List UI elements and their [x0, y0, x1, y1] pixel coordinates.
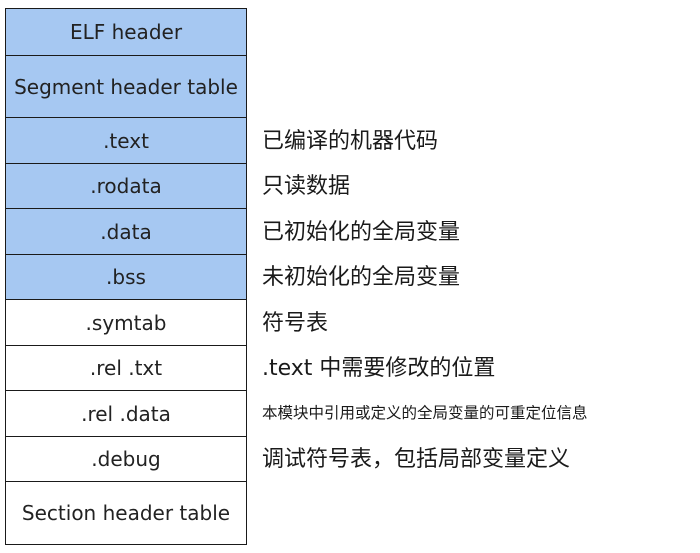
section-debug: .debug	[5, 435, 247, 483]
section-symtab: .symtab	[5, 299, 247, 346]
section-bss: .bss	[5, 253, 247, 301]
description-bss: 未初始化的全局变量	[262, 265, 461, 290]
description-text: 已编译的机器代码	[262, 129, 439, 154]
section-label: .data	[100, 219, 152, 244]
section-data: .data	[5, 208, 247, 255]
section-elf-header: ELF header	[5, 8, 247, 57]
section-rel-data: .rel .data	[5, 390, 247, 437]
description-debug: 调试符号表，包括局部变量定义	[262, 447, 571, 472]
section-label: .rel .data	[81, 401, 171, 426]
section-label: Section header table	[21, 500, 231, 525]
section-label: .debug	[91, 447, 161, 471]
description-data: 已初始化的全局变量	[262, 220, 461, 245]
section-label: .text	[103, 128, 149, 153]
section-label: ELF header	[69, 20, 183, 45]
section-section-header-table: Section header table	[5, 481, 247, 545]
elf-sections-column: ELF header Segment header table .text .r…	[5, 8, 247, 545]
description-rel-data: 本模块中引用或定义的全局变量的可重定位信息	[262, 404, 588, 422]
section-descriptions: 已编译的机器代码 只读数据 已初始化的全局变量 未初始化的全局变量 符号表 .t…	[262, 0, 700, 553]
description-rodata: 只读数据	[262, 174, 351, 199]
section-label: Segment header table	[14, 74, 238, 99]
section-text: .text	[5, 117, 247, 164]
description-rel-txt: .text 中需要修改的位置	[262, 356, 496, 381]
section-rodata: .rodata	[5, 162, 247, 210]
section-label: .rel .txt	[89, 356, 163, 380]
section-label: .bss	[106, 265, 146, 289]
section-label: .symtab	[85, 310, 167, 335]
description-symtab: 符号表	[262, 311, 329, 336]
section-label: .rodata	[90, 174, 162, 198]
section-segment-header-table: Segment header table	[5, 55, 247, 119]
section-rel-txt: .rel .txt	[5, 344, 247, 392]
